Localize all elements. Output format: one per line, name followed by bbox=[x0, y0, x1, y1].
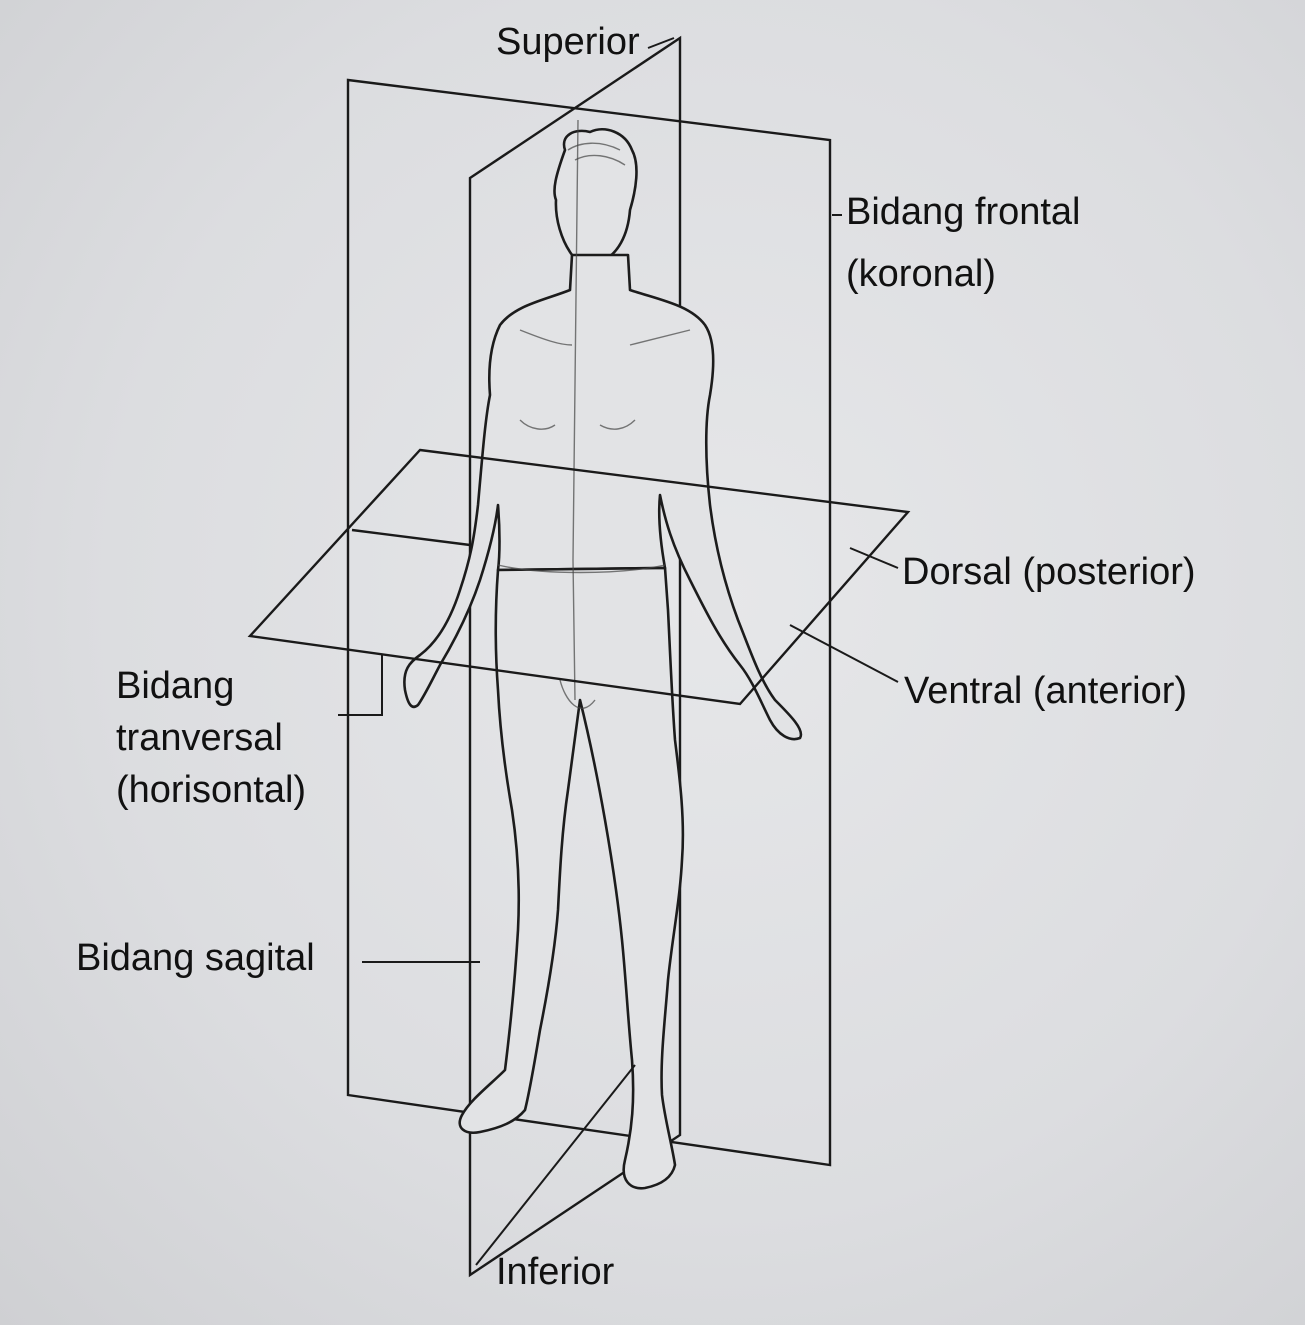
figure-torso bbox=[403, 253, 803, 741]
figure-head bbox=[553, 128, 638, 265]
label-inferior: Inferior bbox=[496, 1251, 615, 1293]
figure-legs bbox=[458, 566, 685, 1190]
label-dorsal: Dorsal (posterior) bbox=[902, 551, 1196, 593]
inferior-leader bbox=[475, 1064, 636, 1266]
label-superior: Superior bbox=[496, 21, 640, 63]
label-horisontal: (horisontal) bbox=[116, 769, 306, 811]
label-bidang-sagital: Bidang sagital bbox=[76, 937, 315, 979]
transversal-leader bbox=[338, 655, 383, 716]
dorsal-leader bbox=[849, 547, 899, 569]
leader-lines bbox=[338, 37, 899, 1266]
label-bidang: Bidang bbox=[116, 665, 234, 707]
frontal-plane bbox=[346, 78, 832, 1167]
superior-leader bbox=[647, 37, 675, 49]
label-tranversal: tranversal bbox=[116, 717, 283, 759]
ventral-leader bbox=[789, 624, 899, 683]
sagittal-plane bbox=[468, 35, 682, 1278]
label-bidang-frontal: Bidang frontal bbox=[846, 191, 1081, 233]
transverse-plane-edge bbox=[351, 528, 471, 547]
transverse-plane bbox=[247, 448, 911, 706]
human-figure bbox=[403, 119, 803, 1190]
label-ventral: Ventral (anterior) bbox=[904, 670, 1187, 712]
label-koronal: (koronal) bbox=[846, 253, 996, 295]
